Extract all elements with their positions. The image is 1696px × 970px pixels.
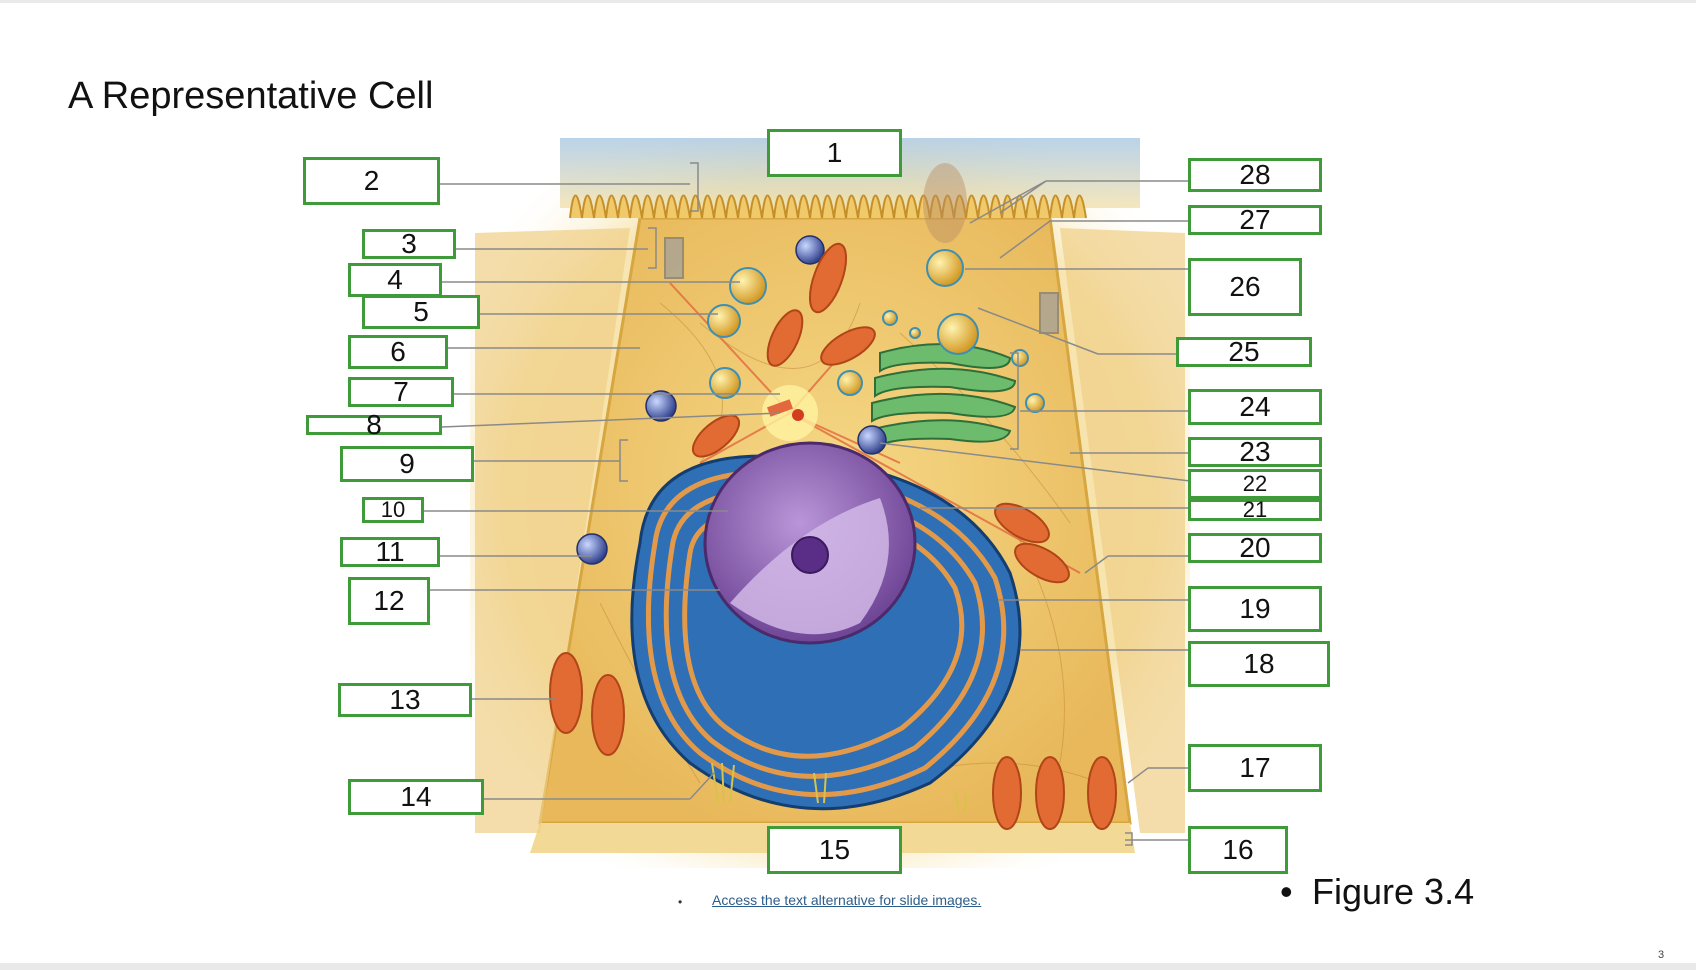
label-box-24[interactable]: 24 [1188, 389, 1322, 425]
figure-caption-bullet: • [1280, 871, 1293, 912]
label-box-6[interactable]: 6 [348, 335, 448, 369]
label-box-19[interactable]: 19 [1188, 586, 1322, 632]
label-box-8[interactable]: 8 [306, 411, 442, 439]
label-box-16[interactable]: 16 [1188, 826, 1288, 874]
label-box-28[interactable]: 28 [1188, 158, 1322, 192]
label-box-18[interactable]: 18 [1188, 641, 1330, 687]
vesicles [707, 267, 1045, 413]
label-box-5[interactable]: 5 [362, 295, 480, 329]
nucleolus [791, 536, 829, 574]
nucleus [703, 441, 917, 645]
basal-projections [711, 762, 967, 812]
label-box-15[interactable]: 15 [767, 826, 902, 874]
mitochondria [549, 242, 1117, 830]
golgi-apparatus [871, 343, 1017, 448]
label-box-12[interactable]: 12 [348, 577, 430, 625]
slide-title: A Representative Cell [68, 75, 434, 117]
label-box-22[interactable]: 22 [1188, 469, 1322, 499]
label-box-20[interactable]: 20 [1188, 533, 1322, 563]
figure-caption: Figure 3.4 [1312, 871, 1475, 912]
label-box-10[interactable]: 10 [362, 497, 424, 523]
secretory-vesicle-release [923, 163, 967, 287]
label-box-14[interactable]: 14 [348, 779, 484, 815]
label-box-25[interactable]: 25 [1176, 337, 1312, 367]
neighbour-cells [475, 228, 1185, 833]
label-box-27[interactable]: 27 [1188, 205, 1322, 235]
label-box-2[interactable]: 2 [303, 157, 440, 205]
label-box-17[interactable]: 17 [1188, 744, 1322, 792]
cell-junctions [664, 237, 1059, 334]
centrosome [762, 385, 818, 441]
text-alternative-link[interactable]: Access the text alternative for slide im… [712, 892, 982, 908]
label-box-26[interactable]: 26 [1188, 258, 1302, 316]
label-box-9[interactable]: 9 [340, 446, 474, 482]
microvilli [569, 194, 1087, 219]
label-box-7[interactable]: 7 [348, 377, 454, 407]
label-box-3[interactable]: 3 [362, 229, 456, 259]
access-link-bullet: • [678, 895, 683, 909]
label-box-23[interactable]: 23 [1188, 437, 1322, 467]
page-number: 3 [1658, 949, 1665, 961]
slide: A Representative Cell [0, 3, 1696, 963]
label-box-11[interactable]: 11 [340, 537, 440, 567]
label-box-1[interactable]: 1 [767, 129, 902, 177]
label-box-21[interactable]: 21 [1188, 499, 1322, 521]
cell-diagram [424, 138, 1191, 868]
label-box-13[interactable]: 13 [338, 683, 472, 717]
leader-lines [424, 162, 1191, 846]
label-box-4[interactable]: 4 [348, 263, 442, 297]
